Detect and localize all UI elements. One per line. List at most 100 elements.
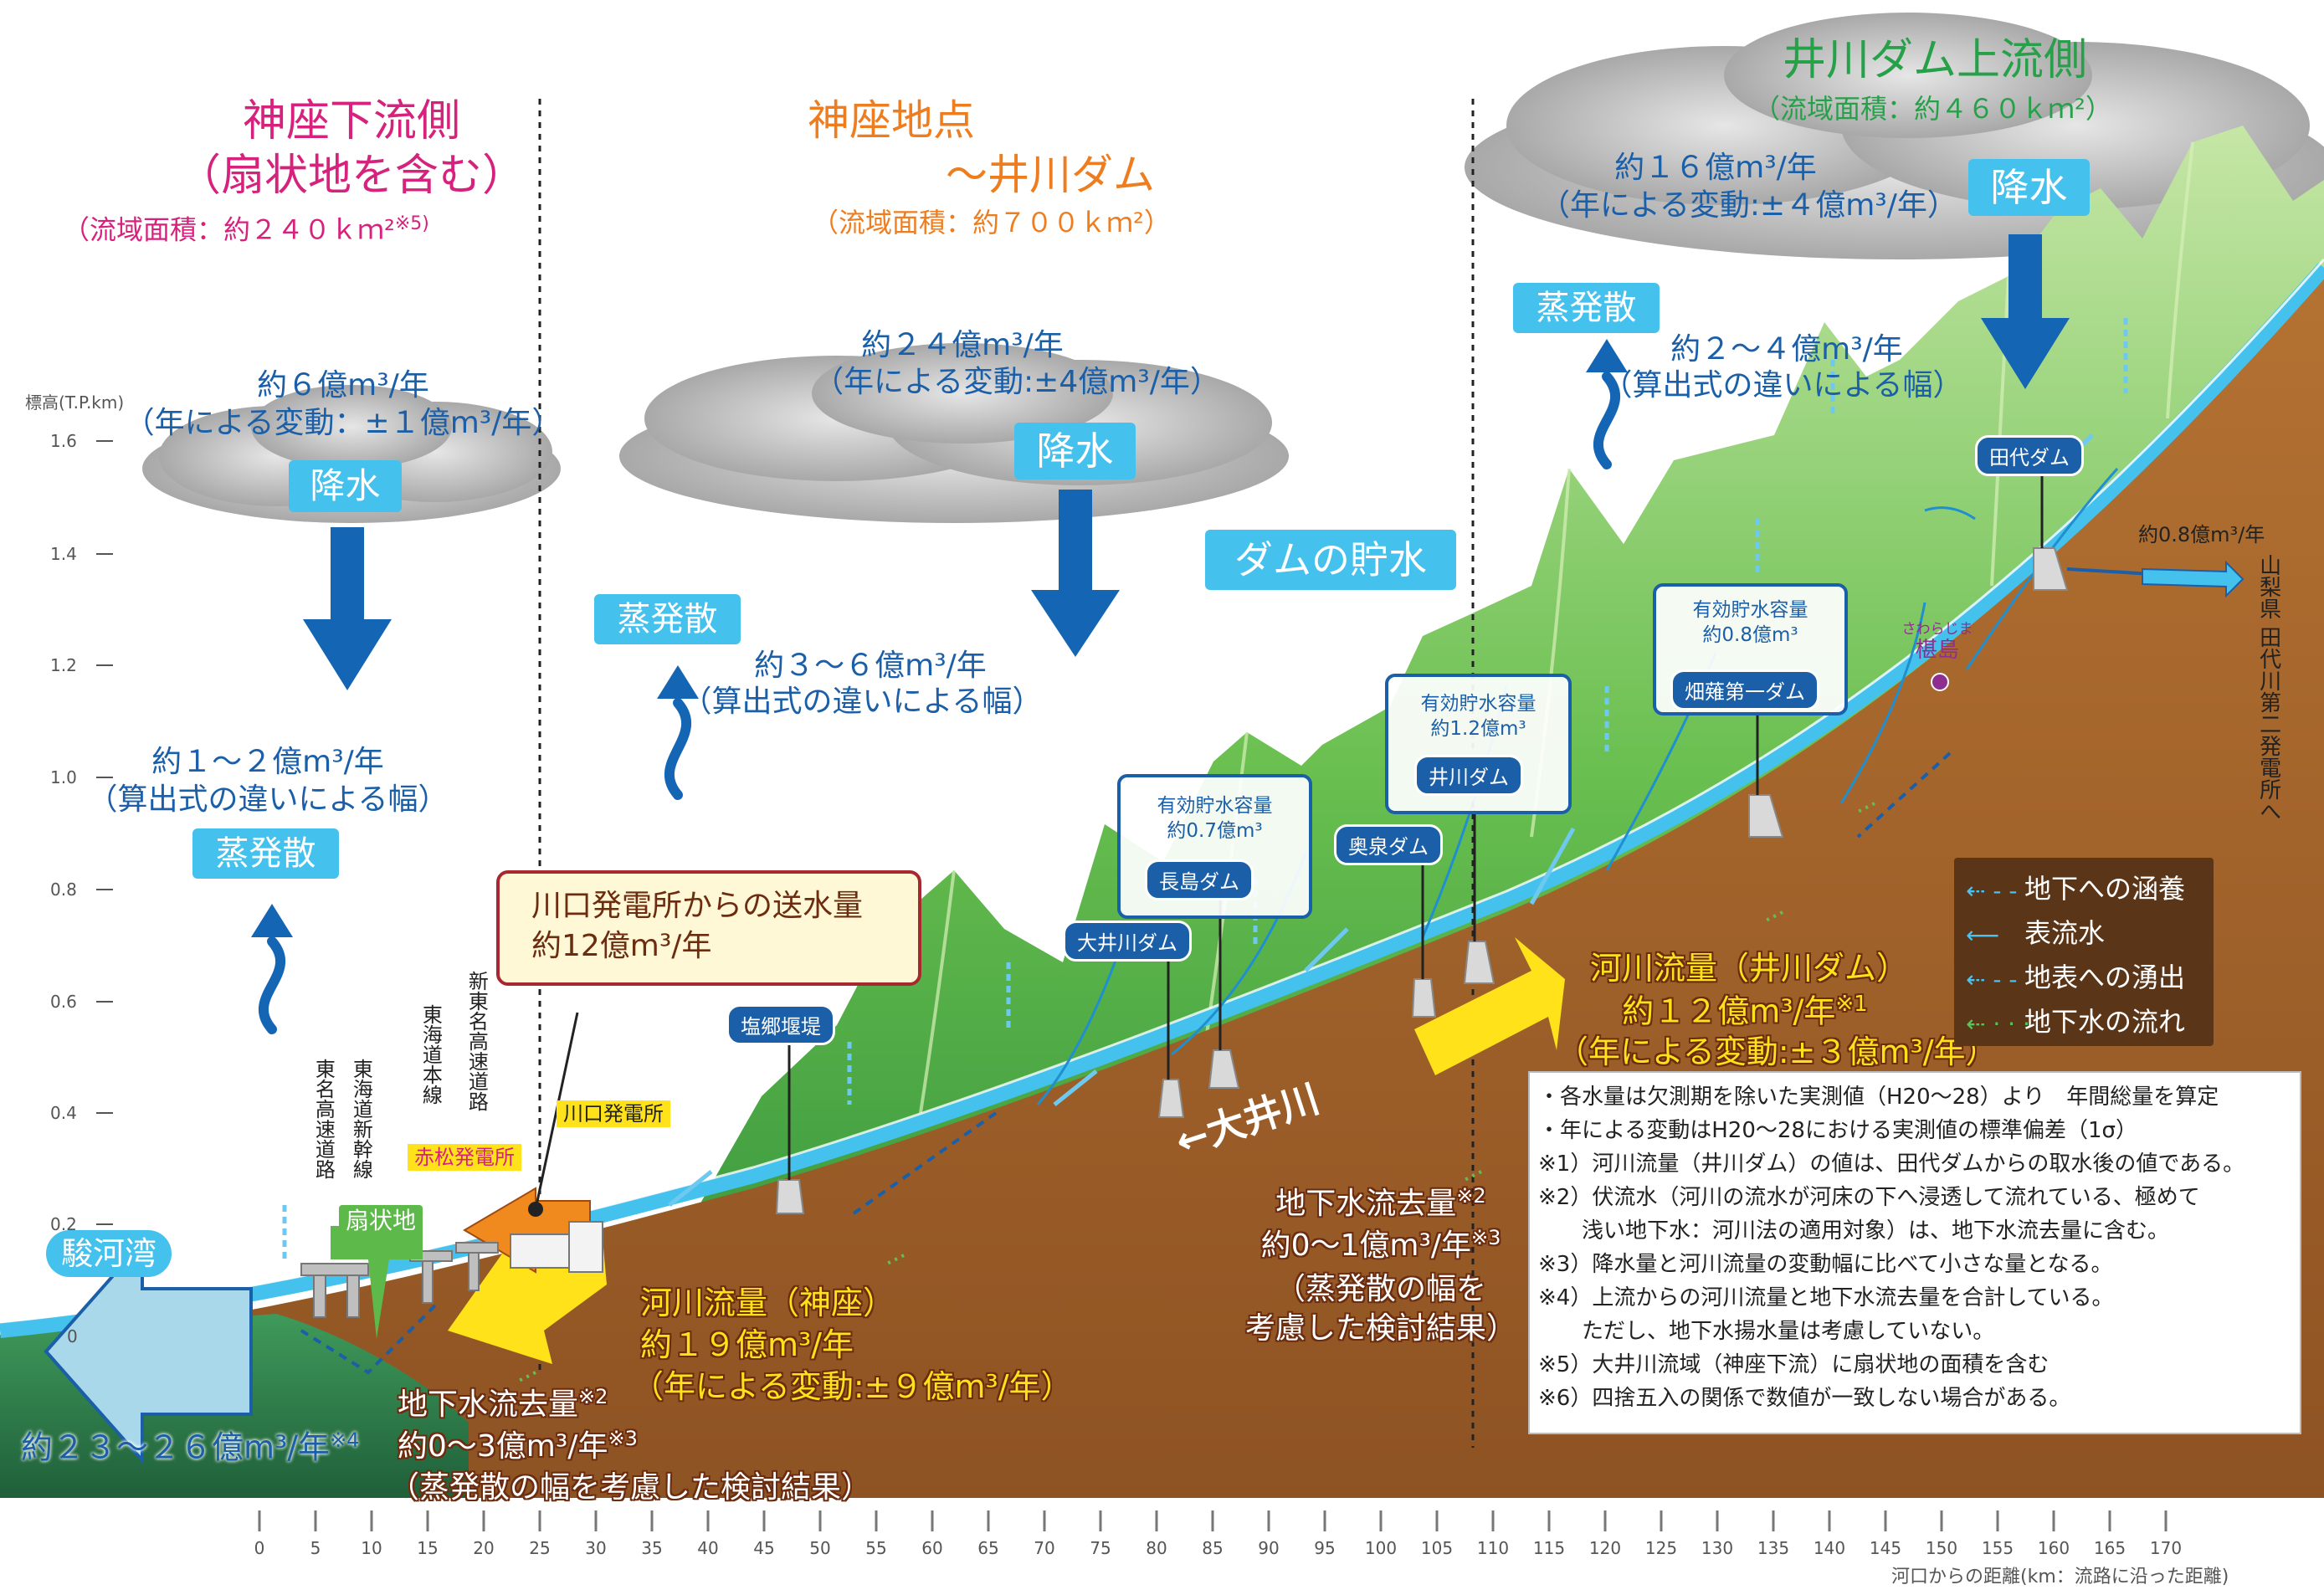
gw-middle-title-text: 地下水流去量	[1275, 1187, 1457, 1221]
legend-label: 表流水	[2024, 917, 2106, 949]
precip-downstream-variation: （年による変動：±１億m³/年）	[124, 406, 562, 440]
kawaguchi-power-label: 川口発電所	[557, 1100, 670, 1128]
dam-hatanagi1-cap2: 約0.8億m³	[1702, 624, 1798, 646]
note-line: ※1）河川流量（井川ダム）の値は、田代ダムからの取水後の値である。	[1538, 1151, 2245, 1177]
precip-arrow-up	[1981, 234, 2070, 389]
dam-okuizumi: 奥泉ダム	[1334, 824, 1443, 865]
evap-downstream-label: 蒸発散	[192, 828, 339, 879]
evap-downstream-value: 約１～２億m³/年	[151, 745, 384, 779]
precip-middle-variation: （年による変動:±4億m³/年）	[813, 365, 1220, 399]
sawarajima: 椹島	[1915, 638, 1959, 663]
middle-title: 神座地点	[808, 96, 975, 145]
x-tick: 125	[1644, 1538, 1678, 1558]
x-tick: 170	[2149, 1538, 2183, 1558]
ikawa-flow-value: 約１２億m³/年※1	[1590, 992, 1900, 1030]
evap-downstream-note: （算出式の違いによる幅）	[87, 782, 449, 817]
dam-hatanagi1-cap1: 有効貯水容量	[1692, 599, 1808, 621]
dashed-arrow-icon: ⇠ - -	[1966, 876, 2018, 905]
downstream-title: 神座下流側	[242, 96, 460, 146]
dam-tashiro: 田代ダム	[1975, 435, 2084, 476]
precip-middle-label: 降水	[1014, 423, 1136, 480]
legend: ⇠ - -地下への涵養 ⟵表流水 ⇠ - -地表への湧出 ⇠ · · ·地下水の…	[1954, 858, 2214, 1046]
x-tick: 90	[1258, 1538, 1280, 1558]
evap-upstream-value: 約２～４億m³/年	[1670, 332, 1903, 367]
evap-upstream-note: （算出式の違いによる幅）	[1602, 368, 1963, 403]
y-axis-title: 標高(T.P.km)	[25, 392, 125, 413]
x-axis-title: 河口からの距離(km：流路に沿った距離)	[1891, 1567, 2229, 1587]
dotted-green-arrow-icon: ⇠ · · ·	[1966, 1009, 2030, 1038]
outflow-note: ※4	[330, 1428, 360, 1452]
x-tick: 40	[697, 1538, 719, 1558]
precip-downstream-value: 約６億m³/年	[257, 368, 429, 403]
x-tick: 95	[1314, 1538, 1336, 1558]
dashed-arrow-icon: ⇠ - -	[1966, 965, 2018, 993]
x-tick: 130	[1701, 1538, 1734, 1558]
kawaguchi-transfer-line1: 川口発電所からの送水量	[531, 889, 864, 923]
kamiza-flow-value: 約１９億m³/年	[640, 1326, 854, 1363]
x-tick: 160	[2037, 1538, 2070, 1558]
road-label-2: 東海道本線	[418, 1004, 443, 1105]
y-tick: 1.6	[50, 431, 77, 451]
evap-middle-label: 蒸発散	[594, 594, 741, 644]
legend-label: 地下への涵養	[2024, 873, 2186, 905]
gw-middle-value: 約0～1億m³/年※3	[1239, 1226, 1523, 1264]
x-tick: 0	[254, 1538, 265, 1558]
x-tick: 25	[529, 1538, 551, 1558]
outflow-value: 約２３～２６億m³/年※4	[21, 1428, 359, 1466]
evap-middle-value: 約３～６億m³/年	[754, 649, 987, 683]
gw-middle-detail1: （蒸発散の幅を	[1275, 1272, 1486, 1306]
y-tick: 0.2	[50, 1214, 77, 1234]
precip-downstream-label: 降水	[289, 460, 402, 512]
note-line: ※2）伏流水（河川の流水が河床の下へ浸透して流れている、極めて	[1538, 1185, 2200, 1210]
downstream-area: （流域面積：約２４０ｋｍ²※5)	[63, 213, 429, 246]
x-tick: 35	[641, 1538, 663, 1558]
gw-middle-title: 地下水流去量※2	[1247, 1184, 1515, 1222]
x-tick: 45	[753, 1538, 775, 1558]
middle-area: （流域面積：約７００ｋｍ²）	[812, 207, 1171, 238]
gw-down-note3: ※3	[608, 1427, 638, 1450]
gw-down-title: 地下水流去量※2	[398, 1385, 608, 1423]
x-tick: 5	[310, 1538, 321, 1558]
x-tick: 85	[1202, 1538, 1224, 1558]
kawaguchi-transfer-box: 川口発電所からの送水量 約12億m³/年	[496, 870, 921, 986]
precip-upstream-label: 降水	[1968, 159, 2090, 216]
dam-ikawa-cap2: 約1.2億m³	[1430, 718, 1526, 740]
precip-arrow-down	[303, 527, 392, 690]
precip-arrow-mid	[1031, 490, 1120, 657]
x-tick: 20	[473, 1538, 495, 1558]
x-tick: 60	[921, 1538, 943, 1558]
x-tick: 75	[1090, 1538, 1111, 1558]
x-tick: 65	[977, 1538, 999, 1558]
ikawa-flow-note: ※1	[1835, 992, 1868, 1017]
dam-nagashima-cap2: 約0.7億m³	[1167, 820, 1263, 842]
road-label-3: 東海道新幹線	[349, 1059, 373, 1179]
downstream-area-note: ※5)	[394, 213, 429, 234]
gw-down-detail: （蒸発散の幅を考慮した検討結果）	[389, 1470, 872, 1505]
y-tick: 0.6	[50, 992, 77, 1012]
dam-nagashima-cap1: 有効貯水容量	[1157, 795, 1273, 817]
tashiro-transfer-value: 約0.8億m³/年	[2138, 523, 2265, 546]
precip-upstream-variation: （年による変動:±４億m³/年）	[1540, 188, 1957, 223]
ikawa-flow-title: 河川流量（井川ダム）	[1590, 950, 1909, 987]
sawarajima-kana: さわらじま	[1901, 621, 1973, 638]
arrow-icon: ⟵	[1966, 921, 2000, 949]
x-tick: 140	[1813, 1538, 1846, 1558]
x-tick: 150	[1925, 1538, 1958, 1558]
outflow-value-text: 約２３～２６億m³/年	[21, 1428, 331, 1466]
x-tick: 105	[1420, 1538, 1454, 1558]
note-line: ただし、地下水揚水量は考慮していない。	[1538, 1319, 1995, 1344]
x-tick: 100	[1364, 1538, 1398, 1558]
akamatsu-power-label: 赤松発電所	[408, 1144, 521, 1172]
x-tick: 30	[585, 1538, 607, 1558]
outflow-arrow	[44, 1238, 253, 1465]
dam-nagashima: 長島ダム	[1145, 859, 1254, 900]
precip-middle-value: 約２４億m³/年	[861, 328, 1064, 362]
road-label-4: 東名高速道路	[311, 1059, 336, 1179]
note-line: 浅い地下水：河川法の適用対象）は、地下水流去量に含む。	[1538, 1218, 2170, 1244]
tashiro-power-label: 山梨県 田代川第二発電所へ	[2255, 554, 2281, 823]
y-tick: 0	[67, 1326, 78, 1346]
legend-item-surface: ⟵ 表流水	[1966, 912, 2105, 951]
legend-item-recharge: ⇠ - -地下への涵養	[1966, 868, 2185, 906]
x-tick: 15	[417, 1538, 439, 1558]
upstream-area: （流域面積：約４６０ｋｍ²）	[1753, 93, 2112, 125]
